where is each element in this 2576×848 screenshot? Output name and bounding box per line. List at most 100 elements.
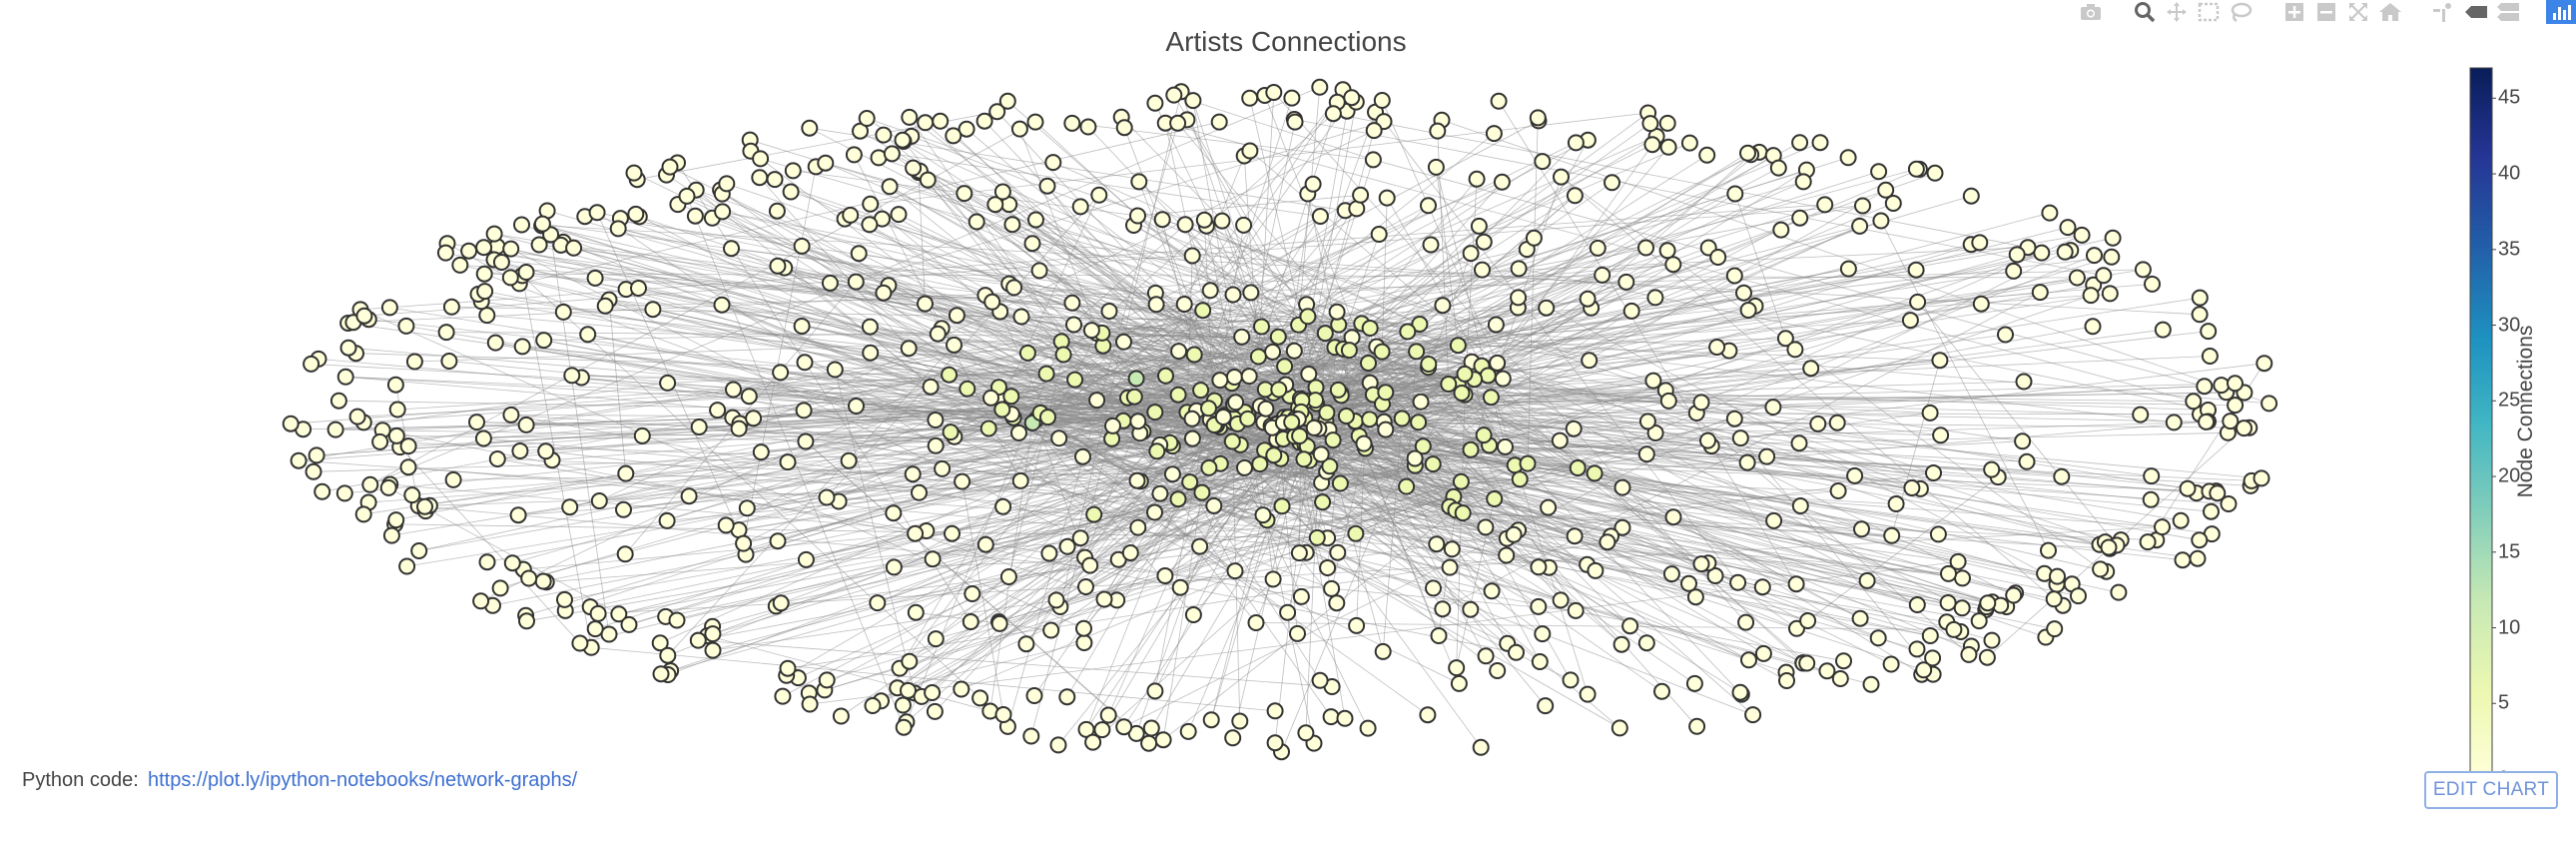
graph-node[interactable] xyxy=(771,533,786,548)
graph-node[interactable] xyxy=(994,403,1009,418)
graph-node[interactable] xyxy=(1339,409,1354,424)
graph-node[interactable] xyxy=(588,271,603,286)
graph-node[interactable] xyxy=(1615,480,1630,495)
graph-node[interactable] xyxy=(1075,449,1090,464)
graph-node[interactable] xyxy=(1215,214,1230,229)
graph-node[interactable] xyxy=(1738,615,1753,630)
graph-node[interactable] xyxy=(1496,372,1511,387)
graph-node[interactable] xyxy=(611,221,626,236)
graph-node[interactable] xyxy=(398,319,413,334)
graph-node[interactable] xyxy=(902,110,917,125)
graph-node[interactable] xyxy=(2223,414,2238,428)
graph-node[interactable] xyxy=(1004,217,1019,232)
graph-node[interactable] xyxy=(1727,187,1742,202)
graph-node[interactable] xyxy=(1740,146,1755,161)
graph-node[interactable] xyxy=(1376,644,1391,659)
graph-node[interactable] xyxy=(2015,433,2030,448)
graph-node[interactable] xyxy=(382,300,397,315)
graph-node[interactable] xyxy=(710,403,725,418)
graph-node[interactable] xyxy=(1249,615,1264,630)
graph-node[interactable] xyxy=(954,682,968,697)
graph-node[interactable] xyxy=(505,555,520,570)
graph-node[interactable] xyxy=(1509,645,1524,660)
graph-node[interactable] xyxy=(2033,285,2048,300)
graph-node[interactable] xyxy=(1541,500,1556,515)
graph-node[interactable] xyxy=(1420,707,1435,722)
graph-node[interactable] xyxy=(1225,434,1240,449)
graph-node[interactable] xyxy=(2210,485,2225,500)
graph-node[interactable] xyxy=(1363,321,1378,336)
graph-node[interactable] xyxy=(1903,313,1918,328)
graph-node[interactable] xyxy=(503,270,518,285)
graph-node[interactable] xyxy=(680,189,695,204)
graph-node[interactable] xyxy=(1028,115,1043,130)
graph-node[interactable] xyxy=(849,275,864,290)
graph-node[interactable] xyxy=(1252,456,1267,471)
graph-node[interactable] xyxy=(946,128,961,143)
graph-node[interactable] xyxy=(1212,373,1227,388)
graph-node[interactable] xyxy=(1884,528,1899,543)
edit-chart-button[interactable]: EDIT CHART xyxy=(2424,771,2558,809)
graph-node[interactable] xyxy=(1591,241,1606,256)
graph-node[interactable] xyxy=(1588,465,1603,480)
graph-node[interactable] xyxy=(1531,599,1546,614)
graph-node[interactable] xyxy=(2106,231,2121,246)
graph-node[interactable] xyxy=(1972,235,1987,250)
graph-node[interactable] xyxy=(1156,732,1171,747)
graph-node[interactable] xyxy=(1306,177,1321,192)
graph-node[interactable] xyxy=(2075,228,2090,243)
graph-node[interactable] xyxy=(1361,356,1376,371)
graph-node[interactable] xyxy=(773,365,788,380)
graph-node[interactable] xyxy=(1998,328,2013,343)
graph-node[interactable] xyxy=(746,411,761,425)
graph-node[interactable] xyxy=(1375,93,1390,108)
graph-node[interactable] xyxy=(1961,647,1976,662)
graph-node[interactable] xyxy=(1512,261,1527,276)
graph-node[interactable] xyxy=(1073,530,1088,545)
graph-node[interactable] xyxy=(909,605,924,620)
graph-node[interactable] xyxy=(1051,737,1066,752)
graph-node[interactable] xyxy=(925,685,940,700)
graph-node[interactable] xyxy=(1873,214,1888,229)
graph-node[interactable] xyxy=(1152,486,1167,501)
graph-node[interactable] xyxy=(1378,385,1393,400)
graph-node[interactable] xyxy=(1288,115,1303,130)
graph-node[interactable] xyxy=(1025,236,1040,251)
graph-node[interactable] xyxy=(521,571,536,586)
graph-node[interactable] xyxy=(519,613,534,628)
graph-node[interactable] xyxy=(901,683,916,698)
graph-node[interactable] xyxy=(480,554,495,569)
graph-node[interactable] xyxy=(1409,344,1424,359)
graph-node[interactable] xyxy=(908,526,923,541)
graph-node[interactable] xyxy=(2050,569,2065,584)
graph-node[interactable] xyxy=(1280,605,1295,620)
graph-node[interactable] xyxy=(1567,422,1582,436)
graph-node[interactable] xyxy=(1243,285,1258,300)
spike-lines-icon[interactable] xyxy=(2428,0,2460,24)
graph-node[interactable] xyxy=(1472,219,1487,234)
graph-node[interactable] xyxy=(1315,494,1330,509)
graph-node[interactable] xyxy=(1271,330,1286,345)
graph-node[interactable] xyxy=(1985,633,2000,648)
graph-node[interactable] xyxy=(1011,425,1026,440)
graph-node[interactable] xyxy=(978,537,993,552)
graph-node[interactable] xyxy=(1554,170,1569,185)
graph-node[interactable] xyxy=(1538,698,1553,713)
graph-node[interactable] xyxy=(1813,135,1828,150)
graph-node[interactable] xyxy=(1904,480,1919,495)
graph-node[interactable] xyxy=(356,506,371,521)
graph-node[interactable] xyxy=(1318,326,1333,341)
graph-node[interactable] xyxy=(1569,135,1584,150)
graph-node[interactable] xyxy=(921,173,936,188)
graph-node[interactable] xyxy=(863,346,878,361)
graph-node[interactable] xyxy=(1185,249,1200,264)
graph-node[interactable] xyxy=(1479,648,1494,663)
graph-node[interactable] xyxy=(469,415,484,429)
graph-node[interactable] xyxy=(1085,735,1100,750)
graph-node[interactable] xyxy=(1699,148,1714,163)
graph-node[interactable] xyxy=(781,661,796,676)
graph-node[interactable] xyxy=(1665,257,1680,272)
graph-node[interactable] xyxy=(519,265,534,280)
graph-node[interactable] xyxy=(1474,740,1489,755)
